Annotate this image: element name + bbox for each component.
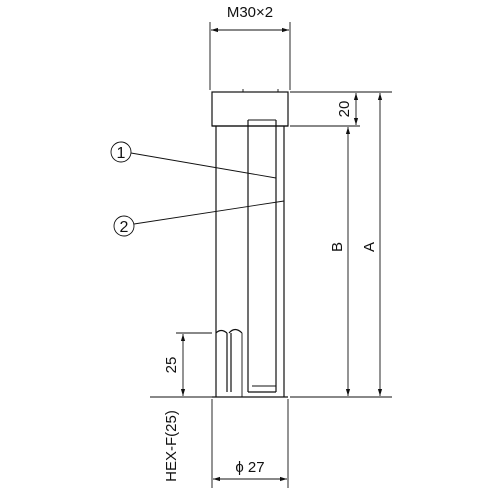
balloon-1-label: 1 <box>117 145 126 162</box>
overall-length-label: A <box>361 242 378 252</box>
hex-height-label: 25 <box>163 357 180 374</box>
thread-dimension: M30×2 <box>209 4 291 90</box>
left-dimensions: 25 HEX-F(25) <box>150 332 212 482</box>
balloon-2-leader <box>133 200 285 225</box>
inner-length-label: B <box>329 242 346 252</box>
balloon-2-circle <box>113 215 135 237</box>
hex-flat-curve-right <box>228 328 243 334</box>
diameter-dimension: ϕ 27 <box>211 399 289 488</box>
hex-flat-curve-left <box>215 329 228 334</box>
balloon-1: 1 <box>110 141 277 179</box>
right-dimensions: 20 B A <box>290 91 392 398</box>
balloon-2: 2 <box>113 200 285 237</box>
thread-label: M30×2 <box>227 4 273 21</box>
balloon-1-leader <box>130 152 277 179</box>
balloon-1-circle <box>110 141 132 163</box>
top-height-label: 20 <box>336 101 353 118</box>
part-outline <box>211 89 289 398</box>
hex-size-label: HEX-F(25) <box>163 410 180 482</box>
outer-diameter-label: ϕ 27 <box>235 459 264 476</box>
balloon-2-label: 2 <box>120 219 129 236</box>
